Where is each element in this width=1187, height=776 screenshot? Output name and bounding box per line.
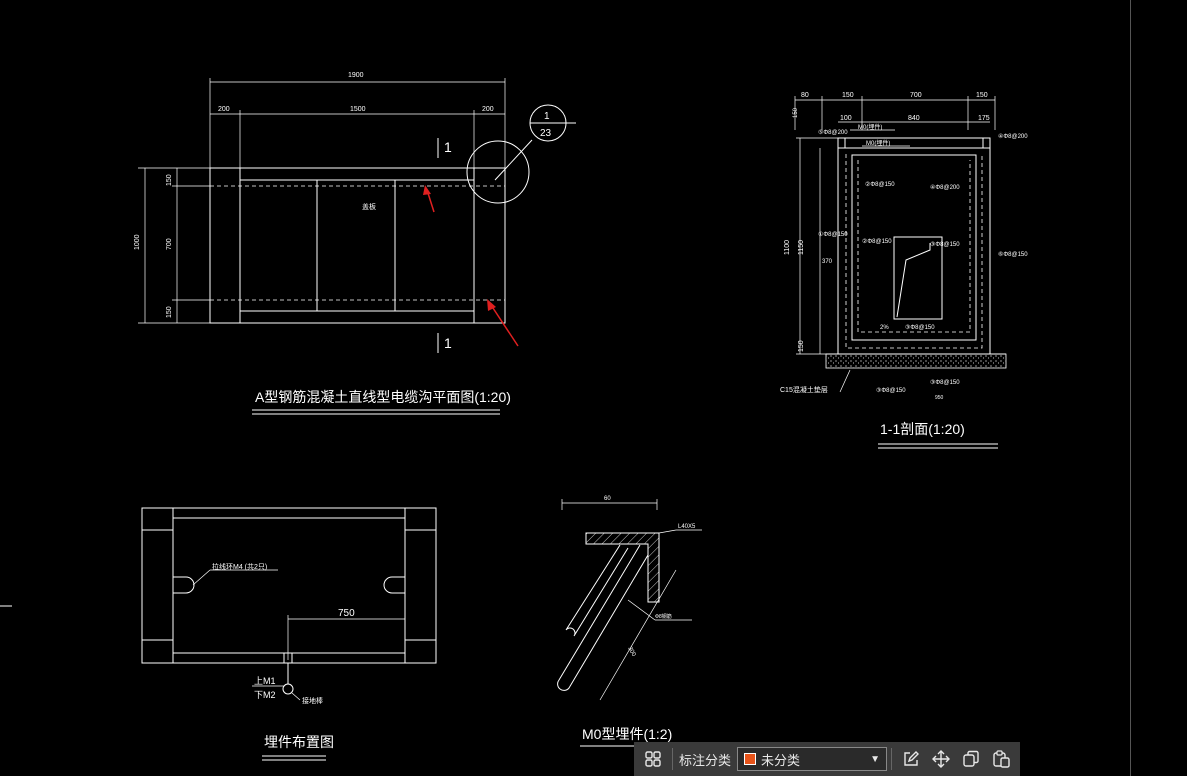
sec-dim-175: 175: [978, 115, 990, 122]
m0-title: M0型埋件(1:2): [582, 726, 672, 742]
copy-button[interactable]: [956, 744, 986, 774]
dim-v1: 150: [166, 174, 173, 186]
sec-label-r9: ③Φ8@150: [876, 387, 906, 394]
sec-label-r8: ③Φ8@150: [905, 324, 935, 331]
sec-label-2pct: 2%: [880, 325, 889, 331]
category-select[interactable]: 未分类 ▼: [737, 747, 888, 771]
category-color-swatch: [744, 753, 757, 765]
sec-dim-100: 100: [840, 115, 852, 122]
cut-mark-bottom: 1: [444, 335, 452, 351]
callout-top: 1: [544, 111, 550, 122]
sec-dim-700: 700: [910, 92, 922, 99]
embed-dim-750: 750: [338, 608, 355, 619]
embed-layout-drawing[interactable]: 拉线环M4 (共2只) 750 接地棒 上M1 下M2 埋件布置图: [141, 507, 437, 761]
m0-label-bar: Φ8钢筋: [655, 613, 672, 620]
sec-label-r3: ②Φ8@150: [865, 181, 895, 188]
paste-icon: [993, 750, 1010, 768]
sec-label-950: 950: [935, 395, 944, 401]
sec-label-370: 370: [822, 259, 833, 265]
sec-dim-150c: 150: [793, 107, 799, 118]
sec-label-c15: C15混凝土垫层: [780, 385, 828, 394]
grid-icon: [645, 751, 661, 767]
dim-height: 1000: [134, 234, 141, 250]
embed-label-m1: 上M1: [254, 676, 276, 686]
dim-right: 200: [482, 106, 494, 113]
category-select-value: 未分类: [761, 752, 801, 768]
m0-part-drawing[interactable]: 60 L40X5 300 Φ8钢筋 M0型埋件(1:2): [557, 496, 702, 747]
sec-label-r1: ⑤Φ8@200: [818, 129, 848, 136]
sec-label-r7: ④Φ8@200: [930, 184, 960, 191]
sec-dim-150b: 150: [976, 92, 988, 99]
sec-dim-150v: 150: [798, 340, 805, 352]
dim-total: 1900: [348, 72, 364, 79]
move-button[interactable]: [926, 744, 956, 774]
viewport-edge: [1130, 0, 1131, 776]
edit-icon: [904, 751, 920, 766]
dim-v2: 700: [166, 238, 173, 250]
sec-label-r10: ⑥Φ8@150: [998, 251, 1028, 258]
sec-dim-1100: 1100: [784, 240, 791, 255]
sec-label-m0b: M0(埋件): [866, 139, 890, 147]
sec-dim-1150: 1150: [798, 240, 805, 255]
sec-label-r11: ③Φ8@150: [930, 379, 960, 386]
m0-dim-60: 60: [604, 496, 611, 502]
sec-label-r5: ③Φ8@150: [930, 241, 960, 248]
paste-button[interactable]: [986, 744, 1016, 774]
toolbar-separator: [891, 748, 893, 770]
sec-label-r2: ④Φ8@200: [998, 133, 1028, 140]
sec-dim-840: 840: [908, 115, 920, 122]
annotation-toolbar: 标注分类 未分类 ▼: [634, 742, 1020, 776]
sec-dim-80: 80: [801, 92, 809, 99]
edit-button[interactable]: [896, 744, 926, 774]
dim-v3: 150: [166, 306, 173, 318]
dim-left: 200: [218, 106, 230, 113]
dim-mid: 1500: [350, 106, 366, 113]
sec-label-r4: ①Φ8@150: [818, 231, 848, 238]
toolbar-separator: [672, 748, 673, 770]
sec-label-m0: M0(埋件): [858, 123, 882, 131]
copy-icon: [963, 750, 979, 767]
chevron-down-icon: ▼: [870, 753, 881, 765]
embed-label-m2: 下M2: [254, 690, 276, 700]
red-arrow-annotation: [423, 185, 519, 347]
sec-label-r6: ②Φ8@150: [862, 238, 892, 245]
section-title: 1-1剖面(1:20): [880, 421, 965, 437]
section-view-drawing[interactable]: 80 150 700 150 100 840 175 150 1100 1150…: [780, 92, 1028, 449]
m0-dim-300: 300: [626, 646, 637, 658]
embed-note-pull: 拉线环M4 (共2只): [212, 562, 267, 571]
plan-note: 盖板: [362, 202, 376, 211]
plan-view-drawing[interactable]: 1900 200 1500 200 1000 150 700 150 盖板 1: [134, 72, 576, 415]
embed-label-ground: 接地棒: [302, 696, 323, 705]
category-label: 标注分类: [679, 752, 732, 768]
embed-title: 埋件布置图: [264, 734, 334, 750]
m0-label-angle: L40X5: [678, 524, 696, 530]
grid-menu-button[interactable]: [638, 744, 668, 774]
plan-title: A型钢筋混凝土直线型电缆沟平面图(1:20): [255, 389, 511, 405]
callout-bottom: 23: [540, 128, 552, 139]
cut-mark-top: 1: [444, 139, 452, 155]
sec-dim-150a: 150: [842, 92, 854, 99]
move-icon: [932, 750, 951, 768]
